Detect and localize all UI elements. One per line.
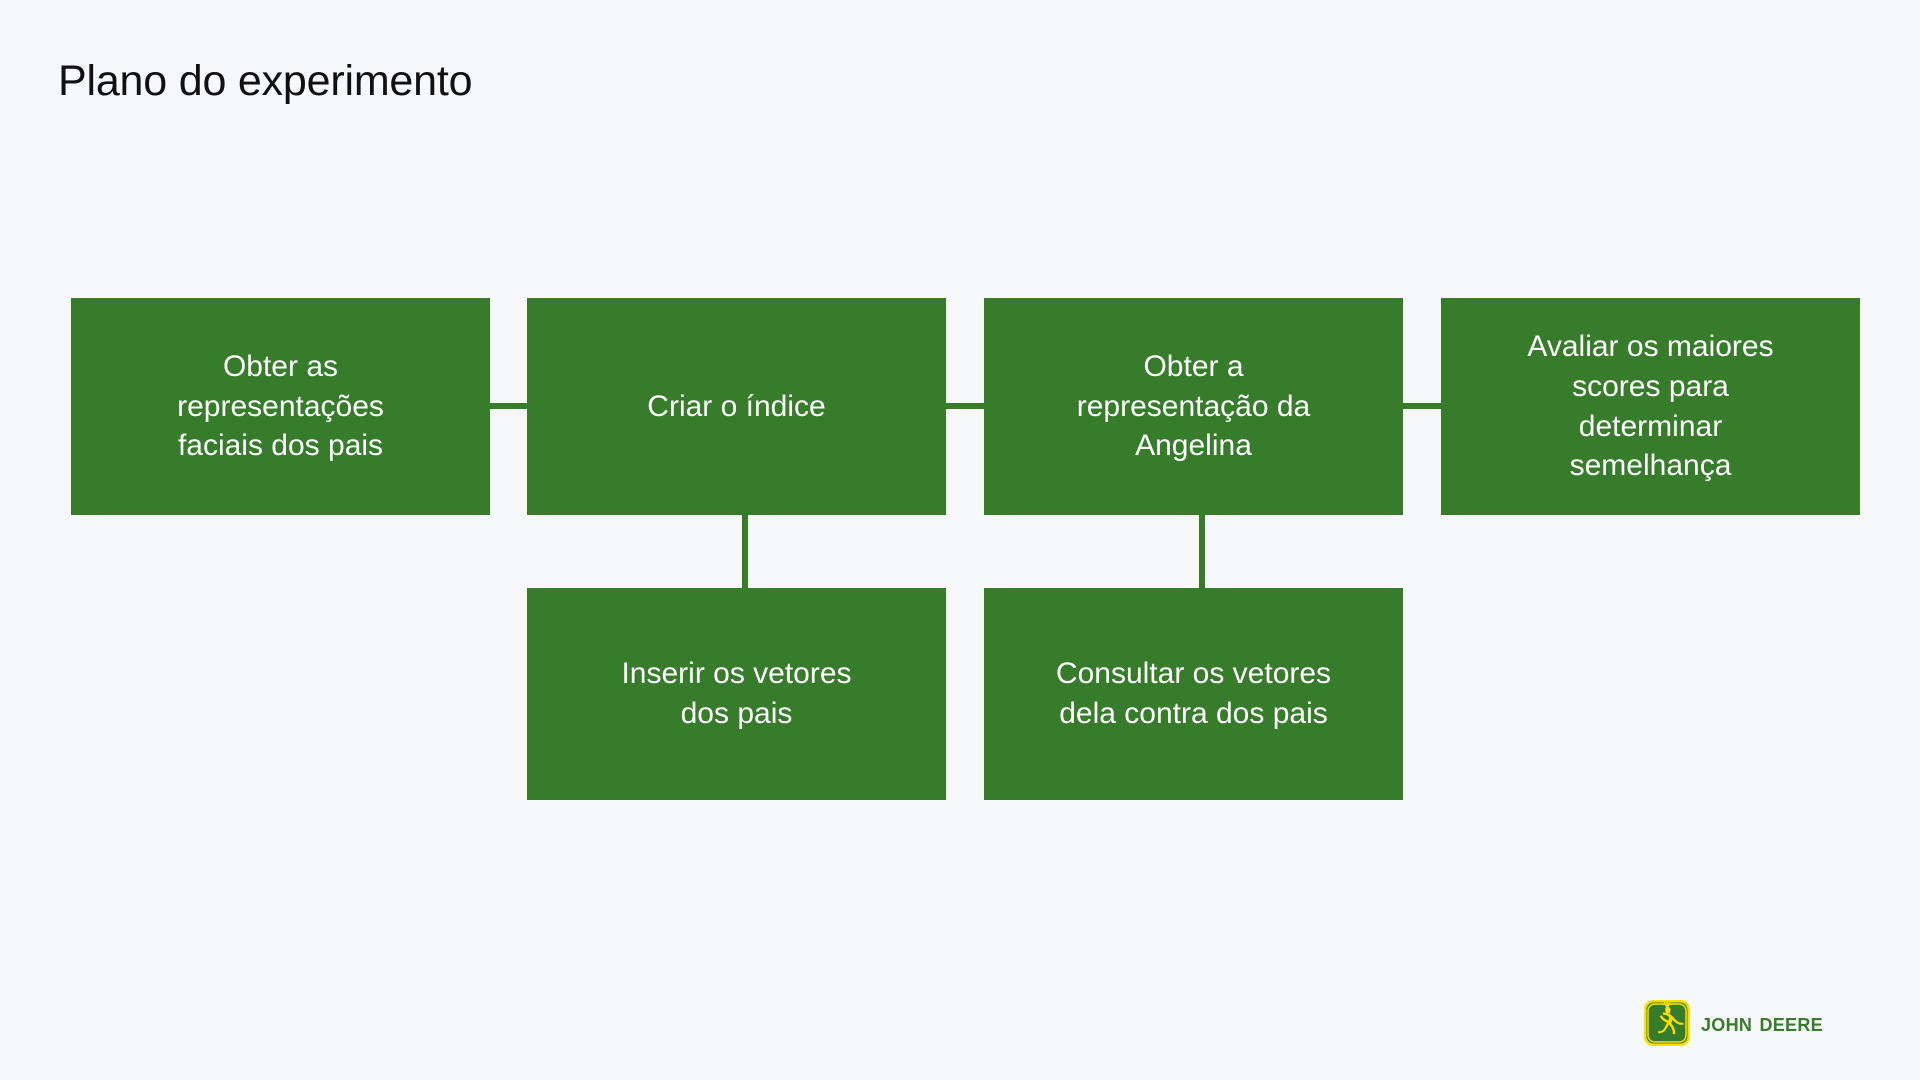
process-node-inserir-os-vetores-dos-pais[interactable]: Inserir os vetores dos pais <box>527 588 946 800</box>
john-deere-logo: John Deere <box>1642 998 1823 1048</box>
process-node-avaliar-scores-semelhanca[interactable]: Avaliar os maiores scores para determina… <box>1441 298 1860 515</box>
process-node-obter-representacoes-faciais-dos-pais[interactable]: Obter as representações faciais dos pais <box>71 298 490 515</box>
connector-n1-n2 <box>490 403 528 409</box>
john-deere-wordmark: John Deere <box>1701 1008 1823 1037</box>
page-title: Plano do experimento <box>58 56 473 105</box>
connector-n2-n5 <box>742 515 748 589</box>
connector-n3-n6 <box>1199 515 1205 589</box>
connector-n3-n4 <box>1403 403 1442 409</box>
process-node-consultar-os-vetores-dela-contra-dos-pais[interactable]: Consultar os vetores dela contra dos pai… <box>984 588 1403 800</box>
leaping-deer-icon <box>1642 998 1692 1048</box>
process-node-criar-o-indice[interactable]: Criar o índice <box>527 298 946 515</box>
connector-n2-n3 <box>946 403 985 409</box>
process-node-obter-representacao-da-angelina[interactable]: Obter a representação da Angelina <box>984 298 1403 515</box>
